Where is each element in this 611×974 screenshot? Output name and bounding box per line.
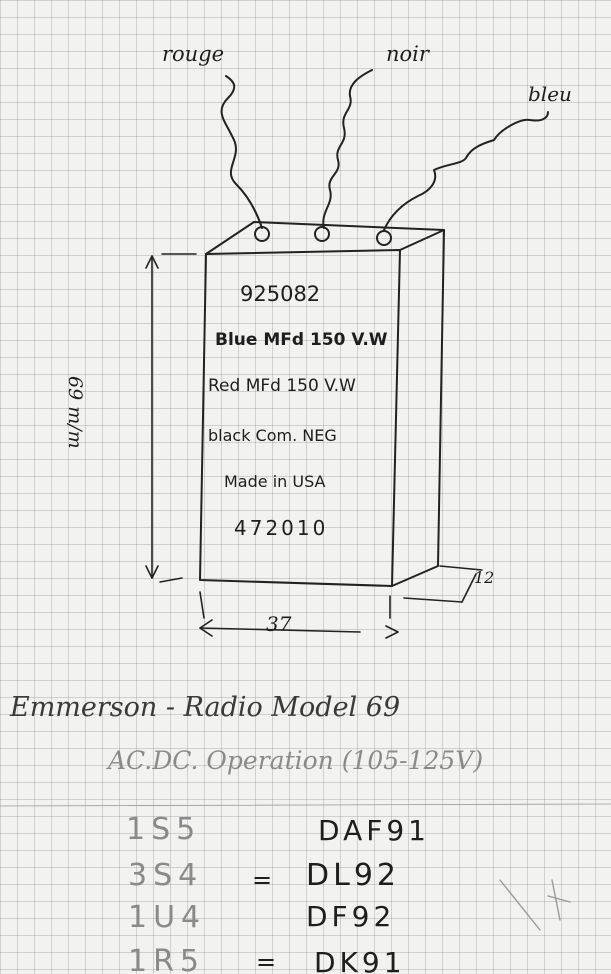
- tube-us-4: 1R5: [128, 944, 206, 974]
- capacitor-top-face: [205, 221, 445, 255]
- radio-model-note: Emmerson - Radio Model 69: [10, 692, 401, 723]
- capacitor-line-black: black Com. NEG: [208, 426, 337, 445]
- height-dimension-label: 69 m/m: [64, 376, 86, 449]
- capacitor-line-blue: Blue MFd 150 V.W: [215, 330, 388, 350]
- tube-eu-4: DK91: [314, 946, 406, 974]
- depth-dimension-line: [403, 597, 463, 603]
- capacitor-line-made-in: Made in USA: [224, 472, 326, 491]
- tube-us-1: 1S5: [126, 812, 202, 847]
- depth-dimension-label: 12: [474, 568, 495, 587]
- tube-sep-2: =: [252, 866, 273, 894]
- width-dimension-label: 37: [266, 612, 292, 636]
- capacitor-side-face: [391, 229, 445, 587]
- capacitor-part-number: 925082: [240, 282, 321, 306]
- wire-bleu: [383, 111, 549, 231]
- wire-rouge: [220, 75, 263, 229]
- width-dimension-line: [199, 627, 361, 633]
- wire-noir: [322, 69, 373, 229]
- tube-eu-2: DL92: [306, 858, 400, 893]
- tube-eu-1: DAF91: [318, 814, 430, 847]
- wire-label-rouge: rouge: [162, 42, 225, 66]
- terminal-rouge: [254, 226, 270, 242]
- terminal-noir: [314, 226, 330, 242]
- wire-label-noir: noir: [386, 42, 429, 66]
- tube-sep-4: =: [256, 948, 277, 974]
- capacitor-line-code: 472010: [234, 516, 329, 540]
- tube-eu-3: DF92: [306, 900, 396, 933]
- tube-us-3: 1U4: [128, 900, 207, 935]
- wire-label-bleu: bleu: [528, 82, 572, 106]
- tube-us-2: 3S4: [128, 858, 204, 893]
- capacitor-line-red: Red MFd 150 V.W: [208, 376, 356, 396]
- terminal-bleu: [376, 230, 392, 246]
- radio-operation-note: AC.DC. Operation (105-125V): [108, 746, 484, 775]
